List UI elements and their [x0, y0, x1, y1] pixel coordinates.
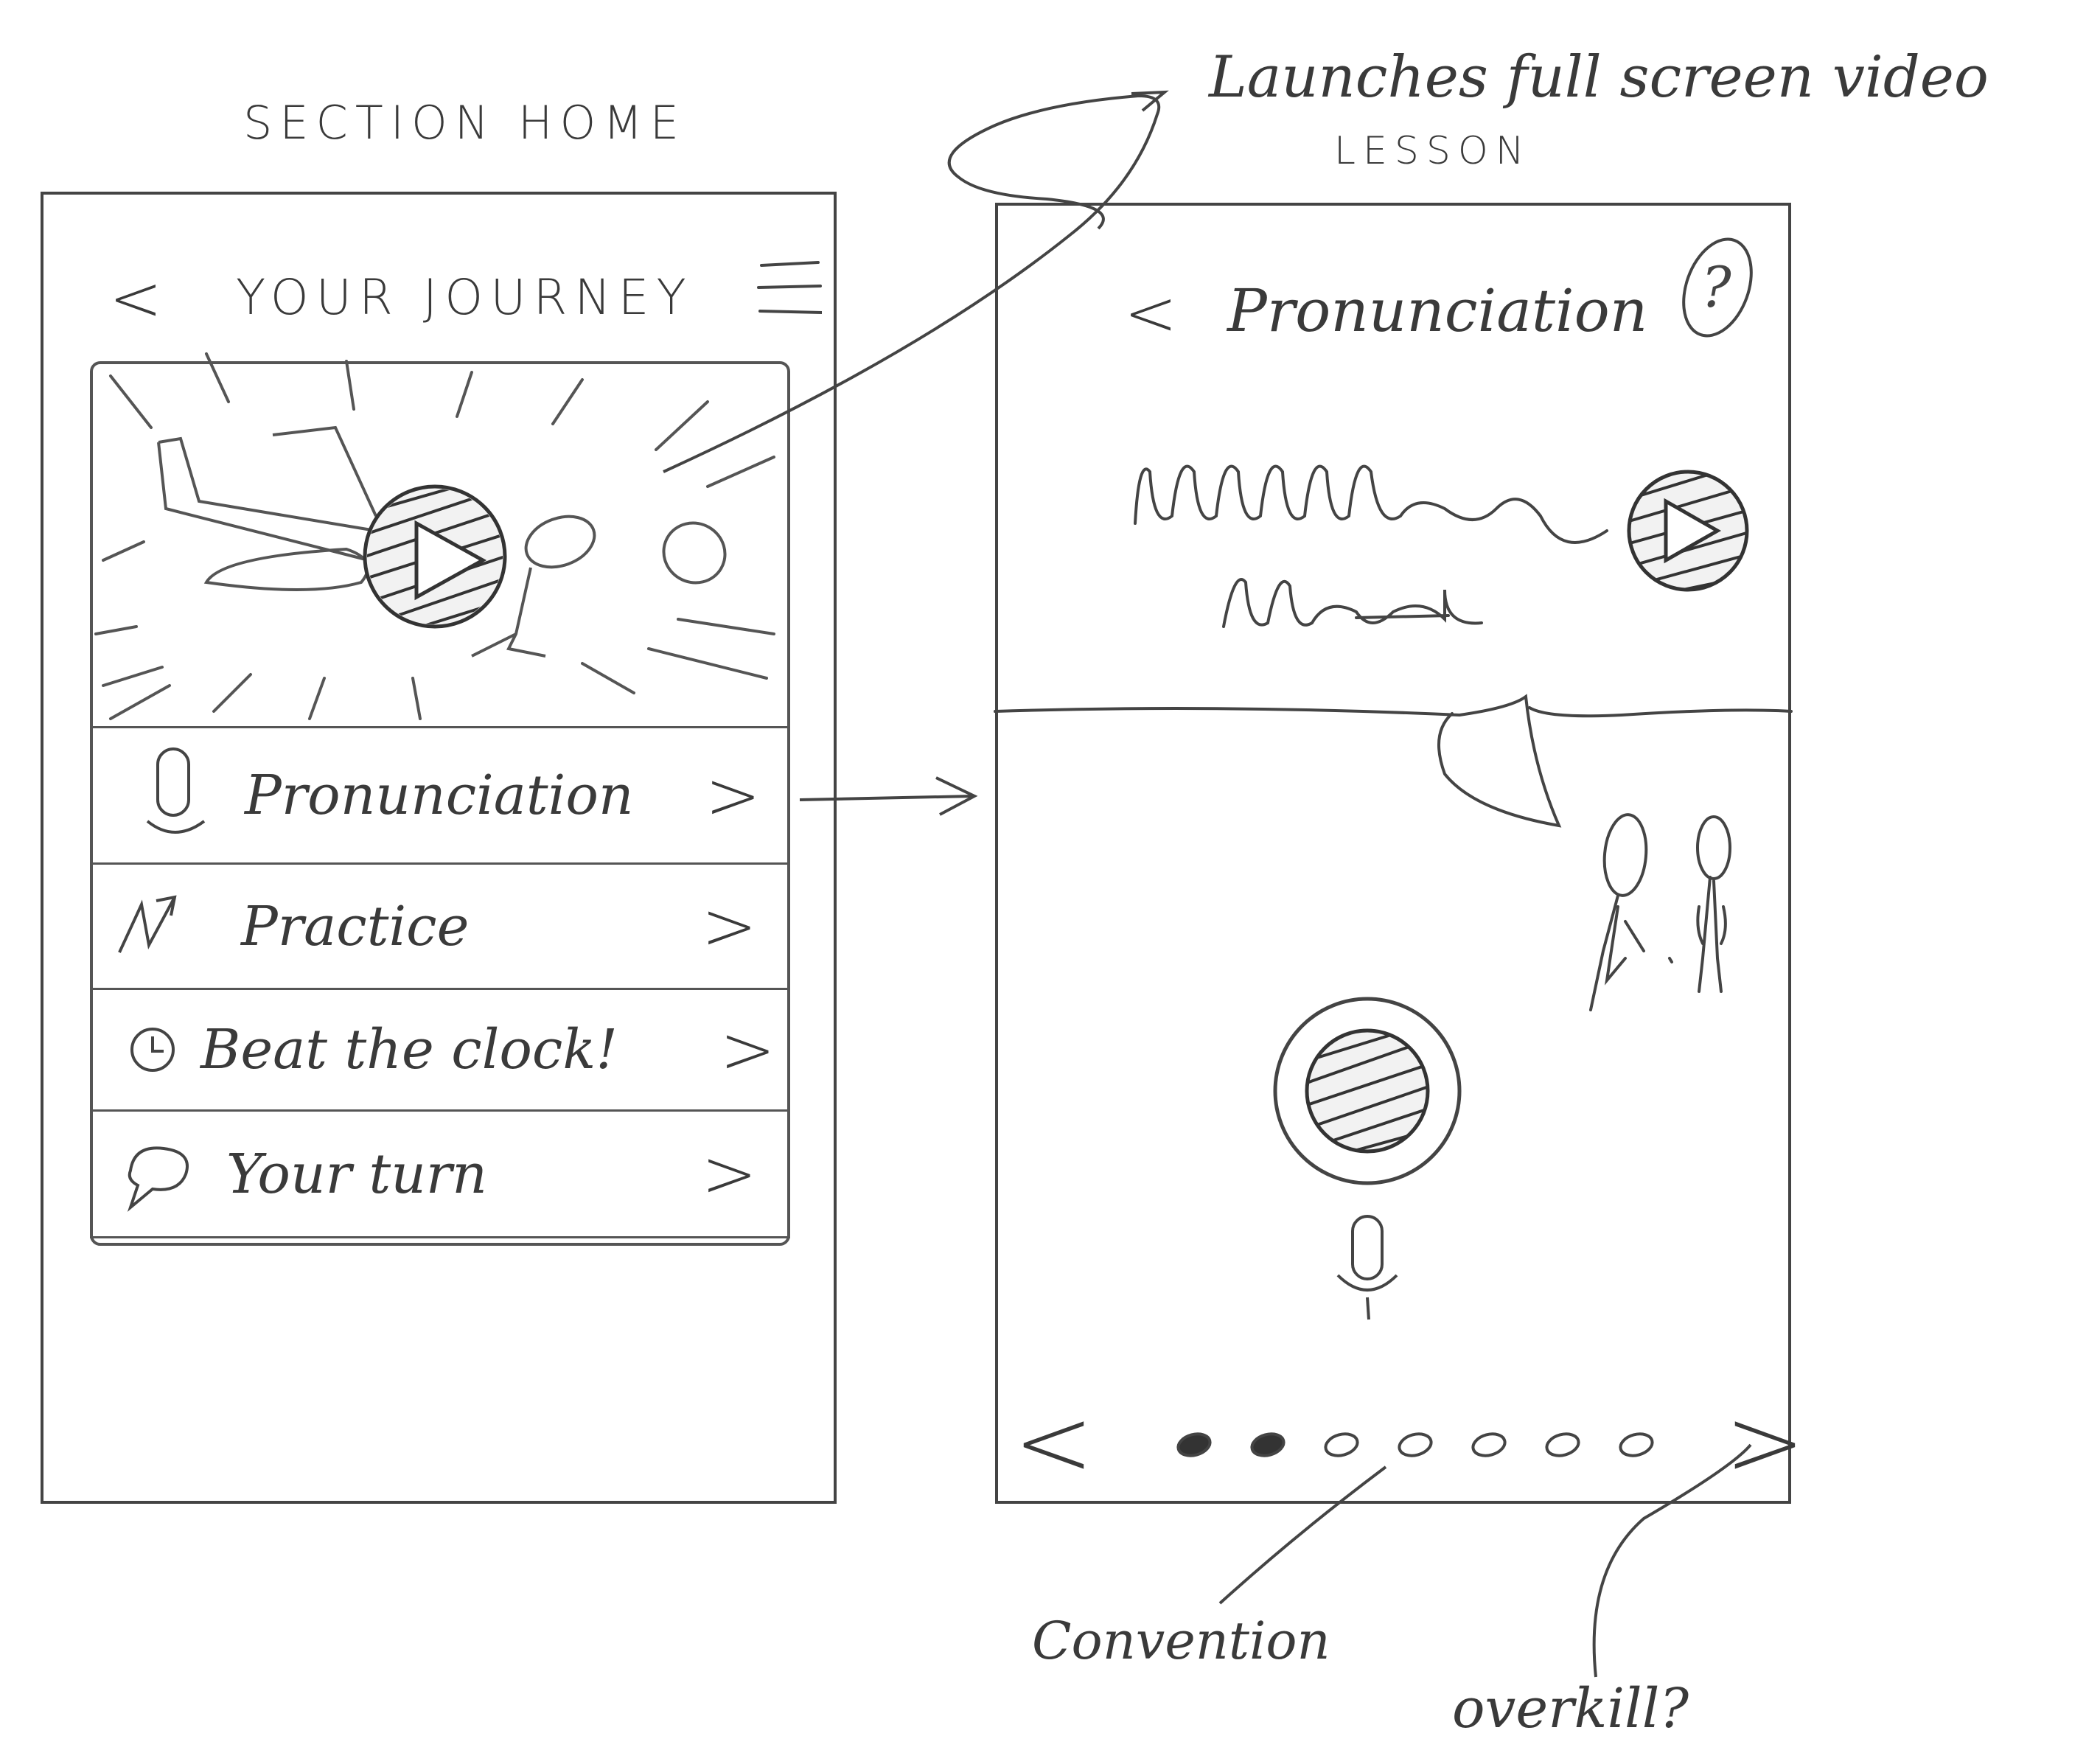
pager-dot[interactable]: [1176, 1431, 1213, 1459]
menu-item-label: Practice: [241, 894, 470, 958]
chevron-right-icon: >: [701, 888, 757, 965]
menu-item-pronunciation[interactable]: Pronunciation >: [90, 726, 790, 862]
clock-icon: [130, 1028, 175, 1072]
section-home-screen: [41, 192, 837, 1504]
pager-dot[interactable]: [1618, 1431, 1655, 1459]
pager-dot[interactable]: [1397, 1431, 1434, 1459]
menu-item-your-turn[interactable]: Your turn >: [90, 1109, 790, 1238]
lesson-annotation: LESSON: [1334, 129, 1532, 173]
pager-dot[interactable]: [1249, 1431, 1286, 1459]
menu-item-practice[interactable]: Practice >: [90, 862, 790, 988]
lesson-back-button[interactable]: <: [1124, 276, 1178, 350]
section-home-label: SECTION HOME: [243, 96, 686, 150]
overkill-annotation: overkill?: [1452, 1677, 1689, 1740]
menu-item-label: Beat the clock!: [200, 1018, 618, 1081]
menu-item-beat-the-clock[interactable]: Beat the clock! >: [90, 988, 790, 1109]
launches-annotation: Launches full screen video: [1209, 44, 1989, 111]
chevron-right-icon: >: [719, 1011, 775, 1089]
pager-dot[interactable]: [1544, 1431, 1581, 1459]
pager-dot[interactable]: [1323, 1431, 1360, 1459]
microphone-icon: [146, 747, 206, 834]
help-button[interactable]: ?: [1673, 229, 1762, 346]
question-mark-glyph: ?: [1701, 254, 1731, 320]
pager-dot[interactable]: [1471, 1431, 1507, 1459]
menu-item-label: Pronunciation: [245, 764, 634, 827]
back-button[interactable]: <: [109, 262, 163, 335]
chevron-right-icon: >: [705, 756, 761, 834]
help-icon: [1682, 237, 1753, 338]
hamburger-icon: [757, 261, 822, 314]
hero-video-card[interactable]: [90, 361, 790, 1246]
menu-button[interactable]: [756, 258, 822, 317]
chevron-right-icon: >: [701, 1135, 757, 1213]
speech-bubble-icon: [127, 1146, 189, 1212]
your-journey-title: YOUR JOURNEY: [236, 269, 694, 326]
lesson-title: Pronunciation: [1227, 276, 1648, 345]
lightning-icon: [118, 894, 177, 953]
lesson-screen: [995, 203, 1791, 1504]
pager-next-button[interactable]: >: [1725, 1386, 1805, 1498]
convention-annotation: Convention: [1032, 1611, 1330, 1671]
pager-dots: [1172, 1423, 1673, 1467]
pager-prev-button[interactable]: <: [1014, 1386, 1094, 1498]
menu-item-label: Your turn: [226, 1142, 487, 1206]
